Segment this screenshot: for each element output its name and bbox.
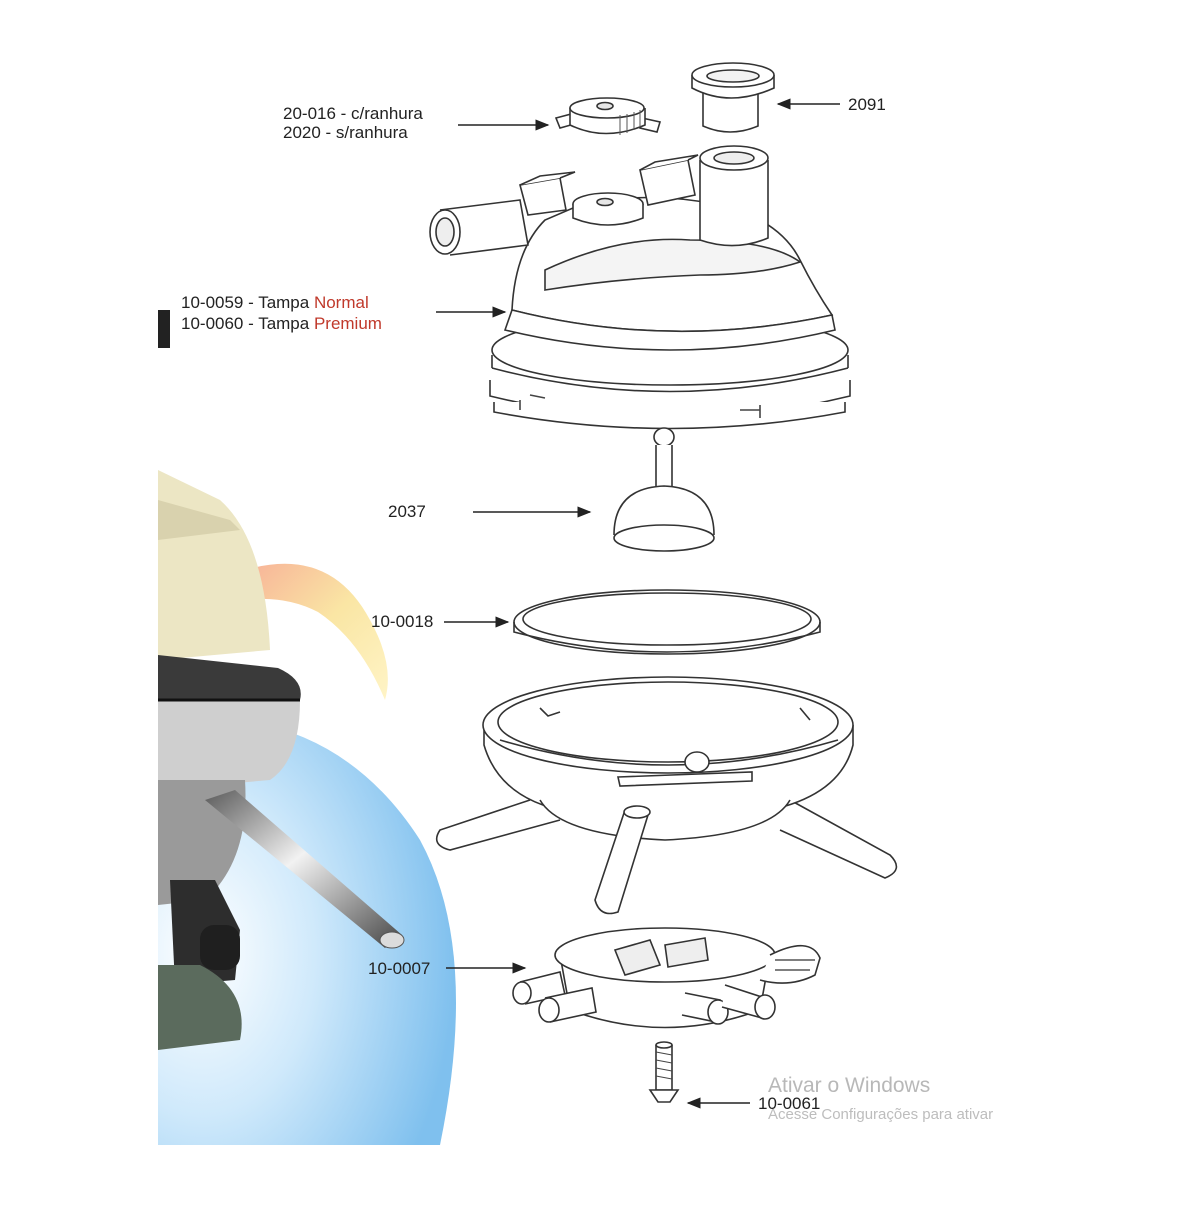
- watermark-subtitle: Acesse Configurações para ativar: [768, 1106, 994, 1123]
- label-plug: 2091: [848, 95, 886, 114]
- background-product-photo: [158, 300, 456, 1145]
- label-lid-premium-word: Premium: [313, 314, 382, 333]
- label-screw-cap-grooved: 20-016 - c/ranhura: [283, 104, 423, 123]
- screw-cap-part: [554, 97, 662, 135]
- leader-arrows: [436, 98, 840, 1109]
- label-manifold: 10-0007: [368, 959, 431, 978]
- label-lid-premium: 10-0060 - Tampa Premium: [181, 314, 382, 334]
- watermark-title: Ativar o Windows: [768, 1074, 931, 1097]
- base-housing-part: [435, 676, 898, 915]
- label-lid-premium-prefix: 10-0060 - Tampa: [181, 314, 314, 333]
- label-screw-cap-plain: 2020 - s/ranhura: [283, 123, 408, 142]
- label-lid-normal-word: Normal: [313, 293, 369, 312]
- label-valve: 2037: [388, 502, 426, 521]
- label-screw: 10-0061: [758, 1094, 821, 1113]
- gasket-part: [513, 589, 821, 655]
- label-lid-normal-prefix: 10-0059 - Tampa: [181, 293, 314, 312]
- screw-part: [648, 1041, 680, 1103]
- label-lid-normal: 10-0059 - Tampa Normal: [181, 293, 369, 313]
- label-gasket: 10-0018: [371, 612, 434, 631]
- manifold-part: [512, 927, 821, 1029]
- plug-part: [691, 62, 775, 133]
- valve-part: [613, 427, 715, 552]
- lid-part: [429, 145, 851, 430]
